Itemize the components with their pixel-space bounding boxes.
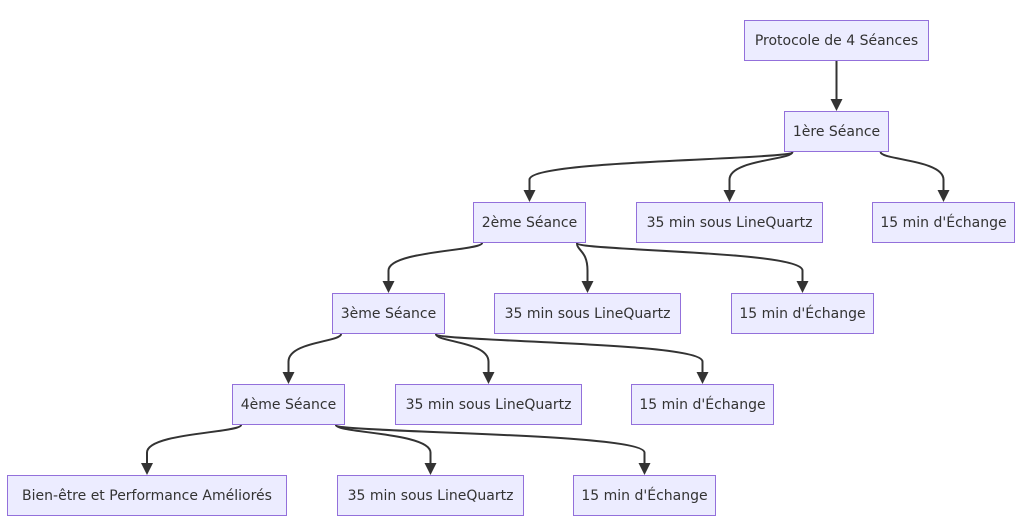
edge-s2-to-s3 [382, 242, 484, 293]
node-session-4: 4ème Séance [232, 384, 345, 425]
node-session-4-linequartz: 35 min sous LineQuartz [337, 475, 524, 516]
node-session-2-linequartz: 35 min sous LineQuartz [494, 293, 681, 334]
node-session-2-exchange: 15 min d'Échange [731, 293, 874, 334]
edge-s3-to-s4 [282, 333, 343, 384]
edge-s1-to-s1_work [723, 151, 794, 202]
node-session-1: 1ère Séance [784, 111, 889, 152]
edge-s1-to-s2 [523, 151, 794, 202]
edge-s4-to-s4_work [334, 424, 437, 475]
edge-s3-to-s3_talk [434, 333, 709, 384]
edge-s4-to-s4_talk [334, 424, 651, 475]
node-protocol-title: Protocole de 4 Séances [744, 20, 929, 61]
edge-s3-to-s3_work [434, 333, 495, 384]
edge-s4-to-result [141, 424, 243, 475]
node-session-1-linequartz: 35 min sous LineQuartz [636, 202, 823, 243]
node-session-3-linequartz: 35 min sous LineQuartz [395, 384, 582, 425]
node-session-2: 2ème Séance [473, 202, 586, 243]
node-session-3-exchange: 15 min d'Échange [631, 384, 774, 425]
node-session-3: 3ème Séance [332, 293, 445, 334]
node-result: Bien-être et Performance Améliorés [7, 475, 287, 516]
node-session-1-exchange: 15 min d'Échange [872, 202, 1015, 243]
edge-s2-to-s2_work [575, 242, 594, 293]
edge-s1-to-s1_talk [879, 151, 950, 202]
edge-s2-to-s2_talk [575, 242, 809, 293]
node-session-4-exchange: 15 min d'Échange [573, 475, 716, 516]
